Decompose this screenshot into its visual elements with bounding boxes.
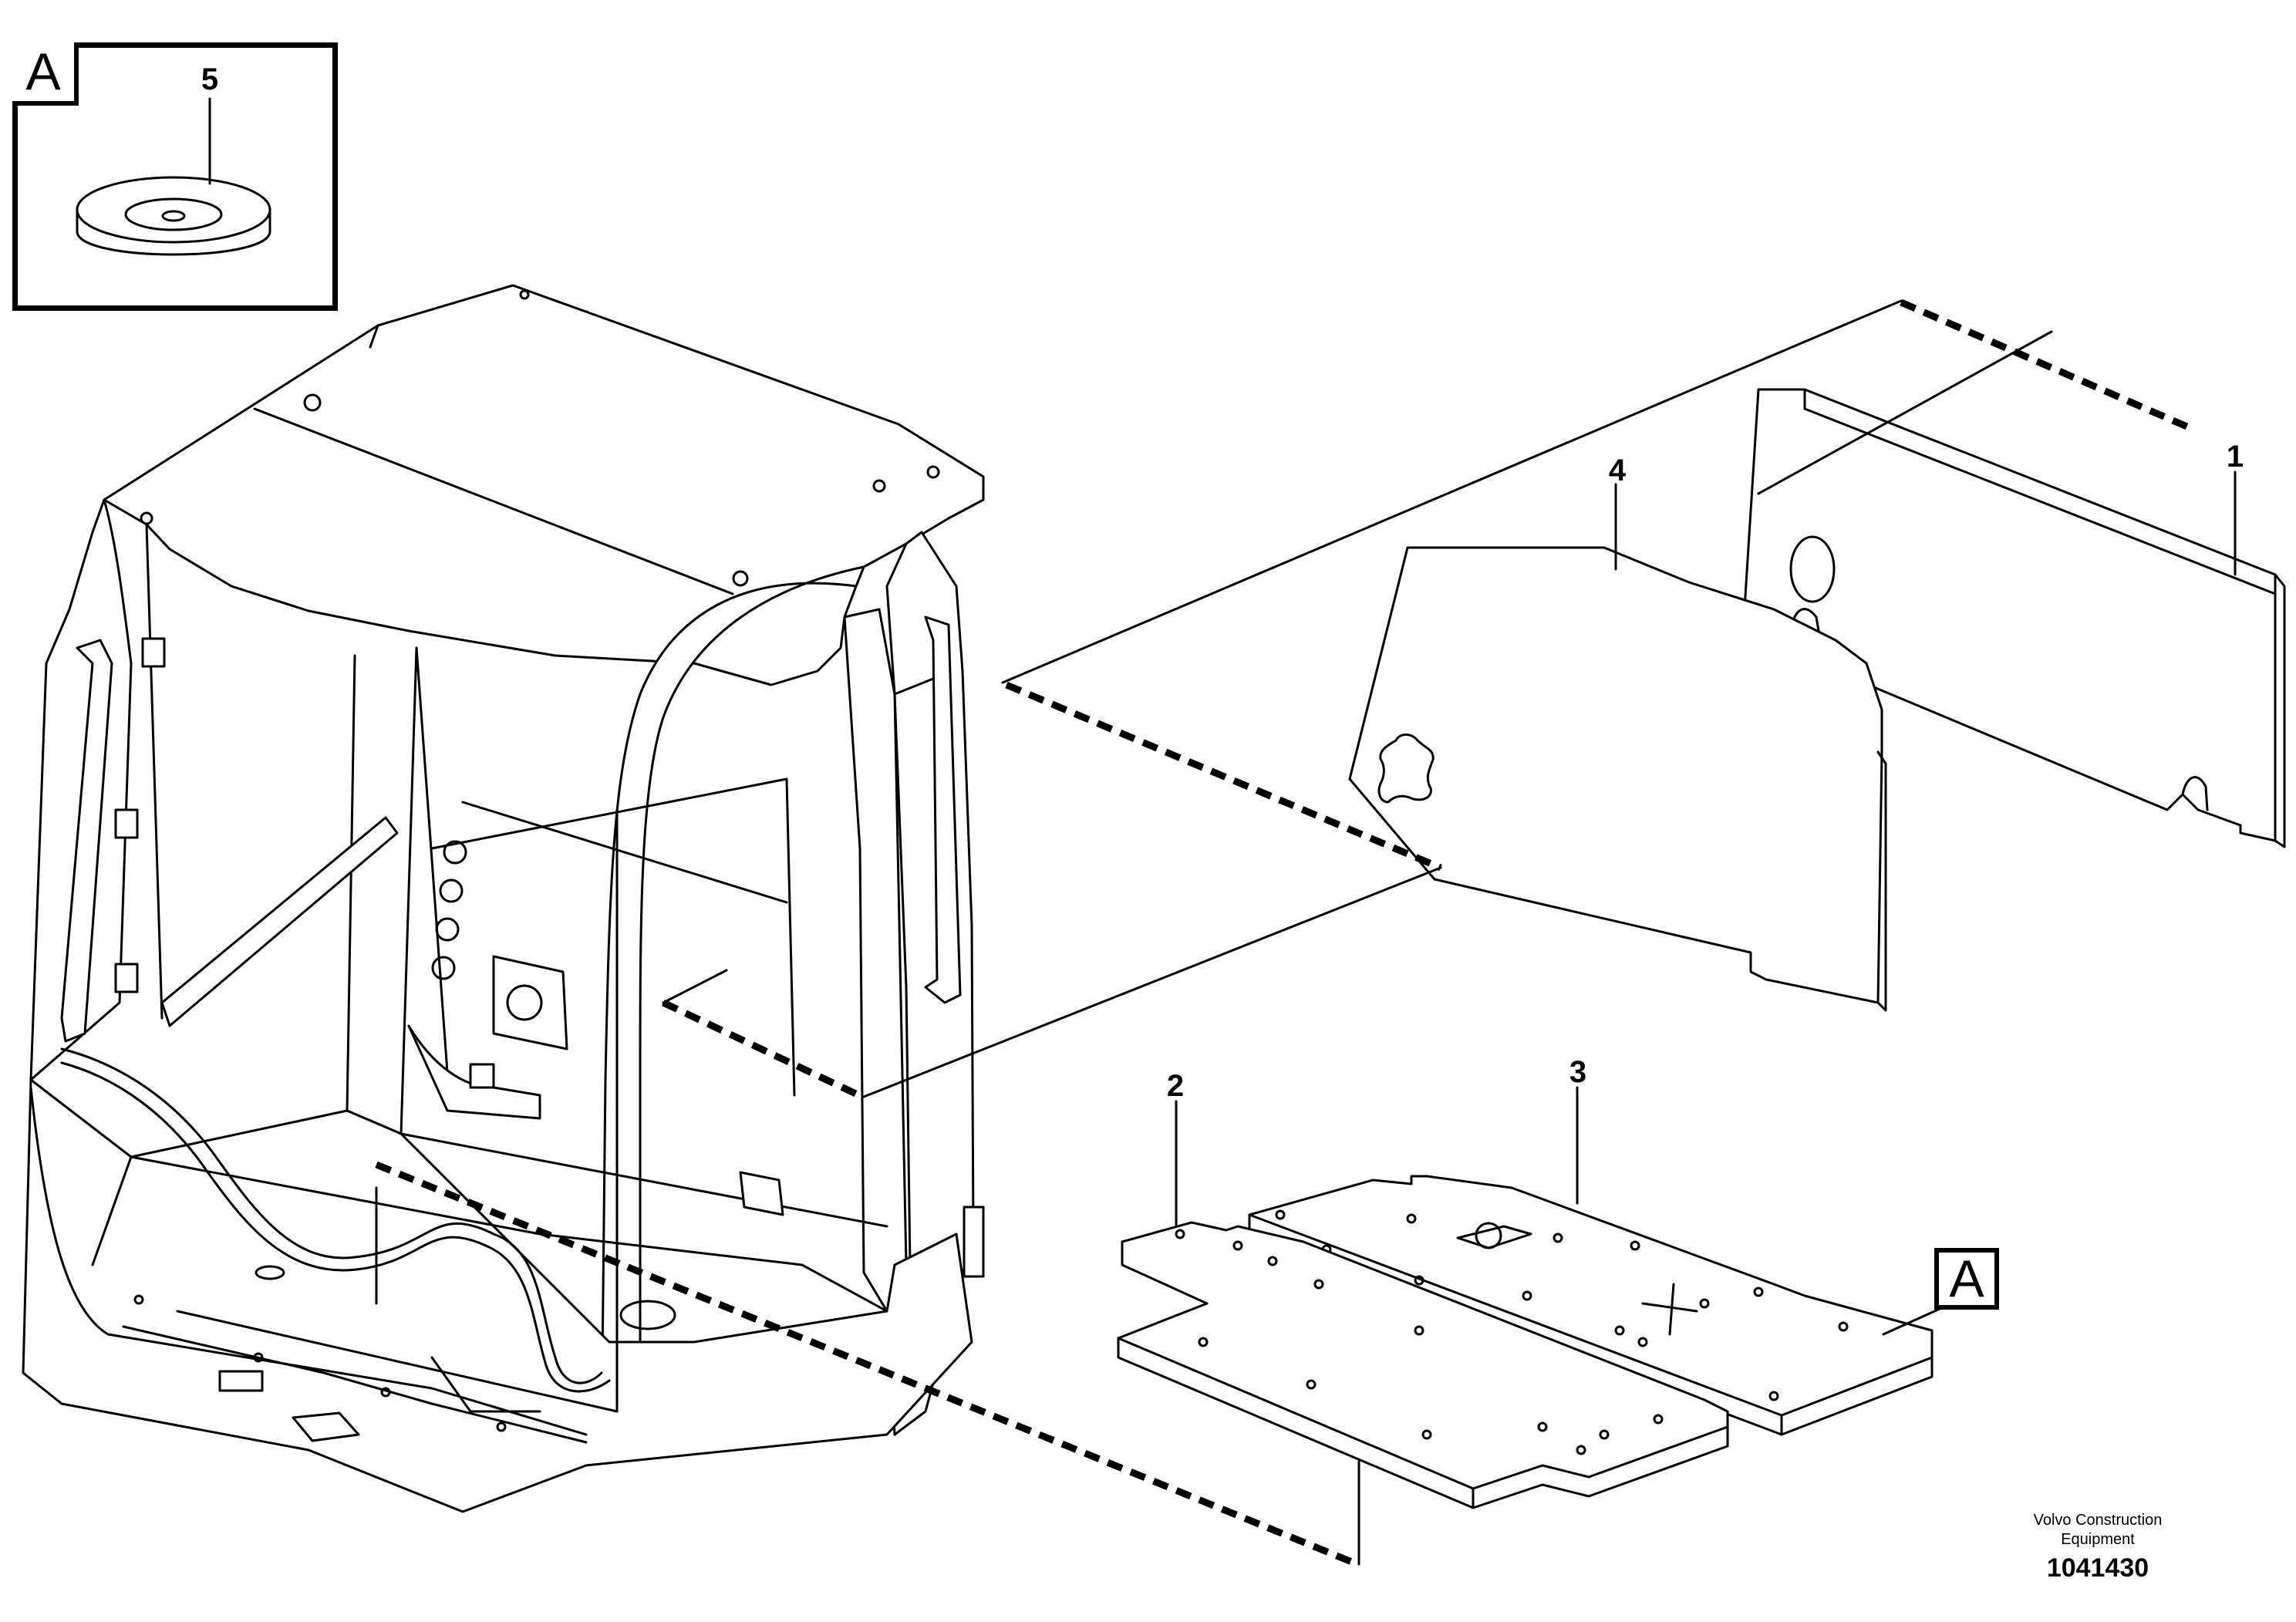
drawing-number: 1041430 (2046, 1553, 2149, 1583)
detail-ref-letter-box: A (12, 42, 79, 106)
ref-letter-box-main: A (1934, 1248, 1999, 1310)
cab-structure (22, 284, 985, 1513)
credit-line-2: Equipment (2061, 1531, 2135, 1548)
callout-part-3: 3 (1569, 1055, 1587, 1089)
floor-mat-part-3 (1248, 1175, 1934, 1436)
panel-part-4 (1348, 546, 1887, 1012)
washer-part-5 (76, 176, 271, 256)
detail-inset-frame (12, 42, 338, 311)
callout-part-4: 4 (1608, 454, 1627, 487)
credit-line-1: Volvo Construction (2033, 1512, 2163, 1529)
callout-part-1: 1 (2226, 440, 2244, 474)
callout-part-2: 2 (1166, 1069, 1185, 1103)
floor-mat-part-2 (1117, 1221, 1729, 1509)
callout-part-5: 5 (201, 62, 219, 96)
panel-part-1 (1741, 388, 2286, 848)
